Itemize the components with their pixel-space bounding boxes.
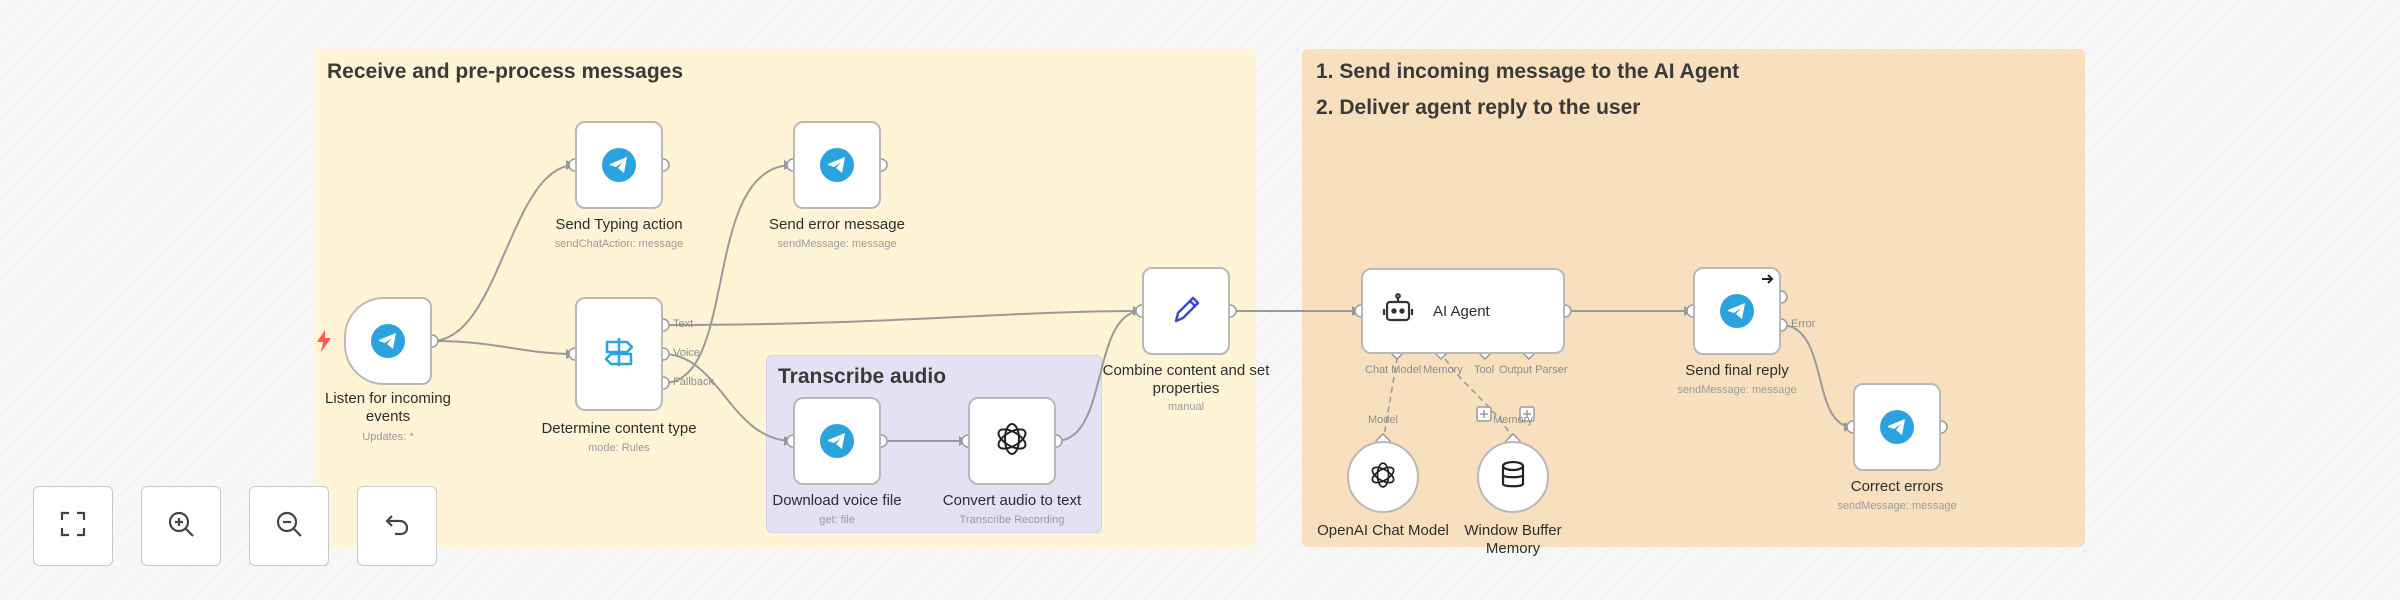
node-subtitle: manual	[1167, 401, 1205, 413]
sticky-title-line1: 1. Send incoming message to the AI Agent	[1316, 60, 1740, 83]
node-download-voice-file[interactable]	[793, 397, 881, 485]
node-correct-errors[interactable]	[1853, 383, 1941, 471]
zoom-out-button[interactable]	[249, 486, 329, 566]
node-label: AI Agent	[1433, 302, 1490, 320]
telegram-icon	[602, 148, 636, 182]
zoom-in-icon	[166, 509, 196, 544]
agent-port-label-chat-model: Chat Model	[1365, 364, 1422, 376]
zoom-in-button[interactable]	[141, 486, 221, 566]
node-label: Send Typing action	[555, 216, 683, 233]
node-label: Download voice file	[772, 492, 902, 509]
node-label: OpenAI Chat Model	[1317, 522, 1449, 539]
node-determine-content-type[interactable]	[575, 297, 663, 411]
node-label: Window Buffer Memory	[1433, 522, 1593, 558]
agent-port-label-tool: Tool	[1474, 364, 1495, 376]
node-listen-incoming-events[interactable]	[344, 297, 432, 385]
node-label: Convert audio to text	[942, 492, 1082, 509]
label-line: events	[365, 408, 411, 425]
node-subtitle: Updates: *	[362, 431, 414, 443]
database-icon	[1499, 460, 1527, 495]
model-port-label: Model	[1368, 414, 1398, 426]
node-subtitle: Transcribe Recording	[959, 514, 1065, 526]
fit-view-button[interactable]	[33, 486, 113, 566]
pencil-icon	[1168, 291, 1204, 332]
node-label: Correct errors	[1850, 478, 1944, 495]
memory-port-label: Memory	[1493, 414, 1533, 426]
openai-icon	[1368, 460, 1398, 495]
node-subtitle: get: file	[819, 514, 855, 526]
label-line: Window Buffer	[1464, 522, 1562, 539]
telegram-icon	[1880, 410, 1914, 444]
node-send-typing-action[interactable]	[575, 121, 663, 209]
node-label: Listen for incoming events	[306, 390, 470, 426]
agent-port-label-memory: Memory	[1423, 364, 1463, 376]
node-ai-agent[interactable]: AI Agent	[1361, 268, 1565, 354]
arrow-right-icon	[1761, 272, 1775, 290]
node-label: Send final reply	[1685, 362, 1789, 379]
node-label: Send error message	[769, 216, 905, 233]
telegram-icon	[820, 148, 854, 182]
node-subtitle: mode: Rules	[588, 442, 650, 454]
port-label-text: Text	[673, 318, 694, 330]
node-send-error-message[interactable]	[793, 121, 881, 209]
sticky-title: Receive and pre-process messages	[327, 60, 684, 83]
node-subtitle: sendChatAction: message	[554, 238, 684, 250]
undo-icon	[383, 510, 411, 543]
node-send-final-reply[interactable]	[1693, 267, 1781, 355]
node-label: Combine content and set properties	[1091, 362, 1281, 398]
trigger-bolt-icon	[316, 330, 332, 352]
fullscreen-icon	[59, 510, 87, 543]
label-line: Combine content and set	[1102, 362, 1270, 379]
agent-port-label-output-parser: Output Parser	[1499, 364, 1568, 376]
label-line: properties	[1152, 380, 1220, 397]
port-label-voice: Voice	[673, 347, 700, 359]
port-label-error: Error	[1791, 318, 1816, 330]
zoom-out-icon	[274, 509, 304, 544]
signpost-icon	[601, 334, 637, 375]
node-convert-audio-to-text[interactable]	[968, 397, 1056, 485]
sticky-title: Transcribe audio	[778, 365, 947, 388]
robot-icon	[1381, 292, 1415, 331]
openai-icon	[993, 420, 1031, 463]
undo-button[interactable]	[357, 486, 437, 566]
label-line: Memory	[1485, 540, 1541, 557]
node-openai-chat-model[interactable]	[1347, 441, 1419, 513]
node-label: Determine content type	[541, 420, 697, 437]
node-subtitle: sendMessage: message	[1837, 500, 1957, 512]
port-label-fallback: Fallback	[673, 376, 714, 388]
node-combine-content[interactable]	[1142, 267, 1230, 355]
node-window-buffer-memory[interactable]	[1477, 441, 1549, 513]
node-subtitle: sendMessage: message	[1677, 384, 1797, 396]
telegram-icon	[820, 424, 854, 458]
sticky-title-line2: 2. Deliver agent reply to the user	[1316, 96, 1641, 119]
node-subtitle: sendMessage: message	[777, 238, 897, 250]
telegram-icon	[1720, 294, 1754, 328]
telegram-icon	[371, 324, 405, 358]
label-line: Listen for incoming	[325, 390, 451, 407]
